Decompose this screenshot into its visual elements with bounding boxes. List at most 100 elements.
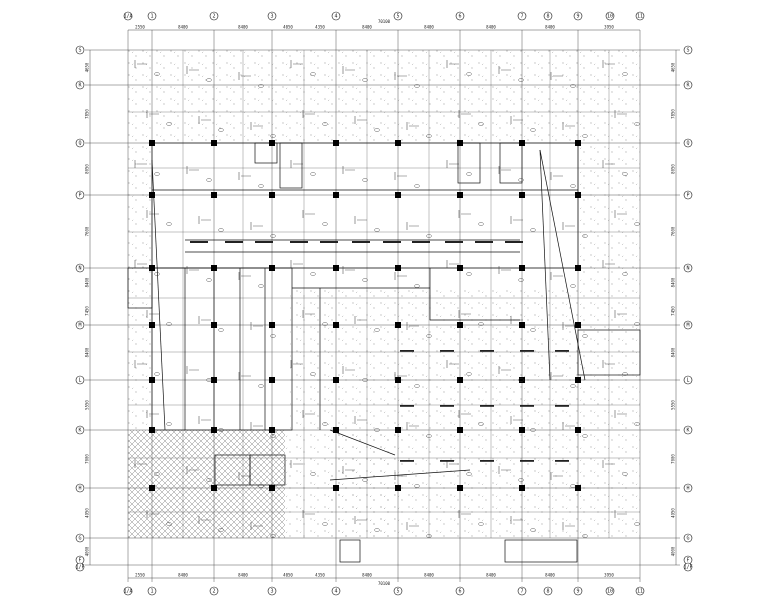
column-axis-bubble	[147, 586, 157, 596]
row-axis-bubble	[683, 263, 693, 273]
column-axis-bubble	[123, 586, 133, 596]
slab-mark	[622, 472, 628, 476]
structural-column	[575, 140, 581, 146]
diag-brace-west	[151, 159, 166, 431]
row-axis-label: R	[78, 83, 82, 89]
row-axis-bubble	[683, 320, 693, 330]
column-axis-label: 4	[334, 14, 337, 20]
structural-column	[149, 377, 155, 383]
diag-brace-east-2	[539, 149, 586, 381]
slab-mark	[570, 84, 576, 88]
column-axis-bubble	[635, 586, 645, 596]
row-axis-label: F	[686, 558, 689, 564]
slab-mark	[322, 422, 328, 426]
structural-column	[519, 427, 525, 433]
column-axis-label: 7	[520, 14, 523, 20]
beam-tag	[555, 405, 569, 407]
slab-mark	[466, 72, 472, 76]
slab-mark	[270, 334, 276, 338]
slab-mark	[270, 534, 276, 538]
column-axis-label: 5	[396, 14, 399, 20]
slab-area-west	[128, 143, 152, 430]
slab-mark	[374, 428, 380, 432]
slab-mark	[518, 478, 524, 482]
structural-column	[333, 377, 339, 383]
slab-mark	[582, 334, 588, 338]
column-axis-bubble	[605, 586, 615, 596]
dimension-value: 4350	[315, 25, 325, 30]
structural-column	[149, 485, 155, 491]
slab-mark	[154, 172, 160, 176]
slab-mark	[634, 422, 640, 426]
row-axis-bubble	[683, 375, 693, 385]
column-axis-bubble	[635, 11, 645, 21]
slab-mark	[166, 122, 172, 126]
row-axis-bubble	[75, 533, 85, 543]
dimension-value: 8050	[671, 164, 676, 174]
structural-column	[149, 322, 155, 328]
dimension-value: 8400	[424, 25, 434, 30]
slab-mark	[622, 372, 628, 376]
slab-mark	[570, 384, 576, 388]
dimension-value: 7000	[671, 454, 676, 464]
beam-tag	[440, 405, 454, 407]
dimension-value: 8400	[85, 347, 90, 357]
slab-mark	[530, 428, 536, 432]
slab-mark	[414, 484, 420, 488]
slab-mark	[414, 184, 420, 188]
structural-column	[149, 140, 155, 146]
structural-column	[149, 427, 155, 433]
dimension-value: 8400	[238, 25, 248, 30]
dimension-value: 4350	[315, 573, 325, 578]
row-axis-label: L	[686, 378, 689, 384]
column-axis-bubble	[543, 586, 553, 596]
slab-mark	[374, 328, 380, 332]
row-axis-bubble	[75, 320, 85, 330]
slab-mark	[154, 472, 160, 476]
bottom-overall-dimension: 70100	[378, 581, 391, 586]
slab-mark	[414, 84, 420, 88]
structural-column	[211, 140, 217, 146]
slab-mark	[466, 272, 472, 276]
row-axis-bubble	[75, 190, 85, 200]
slab-mark	[634, 322, 640, 326]
slab-mark	[218, 128, 224, 132]
slab-mark	[322, 322, 328, 326]
structural-column	[333, 140, 339, 146]
structural-column	[333, 427, 339, 433]
slab-area-south-mid	[285, 430, 395, 538]
column-axis-bubble	[393, 586, 403, 596]
top-overall-dimension: 70100	[378, 19, 391, 24]
row-axis-label: 1/F	[683, 565, 692, 571]
slab-mark	[634, 222, 640, 226]
row-axis-bubble	[75, 80, 85, 90]
dimension-value: 8400	[424, 573, 434, 578]
structural-column	[269, 192, 275, 198]
slab-mark	[374, 128, 380, 132]
row-axis-bubble	[75, 425, 85, 435]
slab-area-center	[290, 288, 330, 430]
column-axis-bubble	[517, 586, 527, 596]
slab-mark	[154, 72, 160, 76]
diag-brace-east	[539, 149, 551, 381]
column-axis-bubble	[455, 586, 465, 596]
column-axis-bubble	[267, 586, 277, 596]
slab-mark	[622, 72, 628, 76]
beam-tag	[255, 241, 273, 243]
dimension-value: 8400	[362, 573, 372, 578]
structural-column	[211, 192, 217, 198]
dimension-value: 2550	[135, 573, 145, 578]
column-axis-label: 8	[546, 14, 549, 20]
structural-column	[519, 322, 525, 328]
column-axis-bubble	[331, 586, 341, 596]
slab-mark	[206, 378, 212, 382]
row-axis-bubble	[683, 45, 693, 55]
row-axis-bubble	[683, 190, 693, 200]
row-axis-label: K	[686, 428, 689, 434]
row-axis-label: H	[686, 486, 689, 492]
dimension-value: 2550	[135, 25, 145, 30]
row-axis-bubble	[683, 483, 693, 493]
dimension-value: 8400	[362, 25, 372, 30]
